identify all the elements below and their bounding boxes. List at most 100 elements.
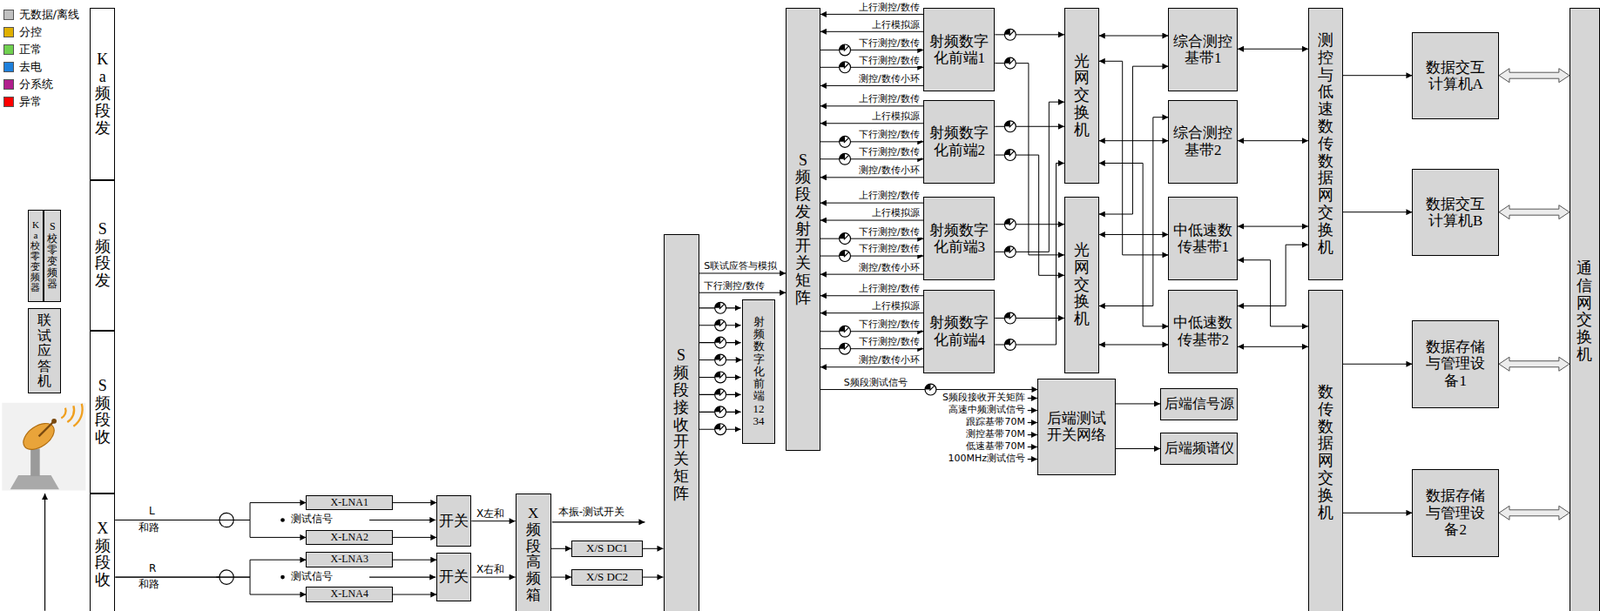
vertical-box: 射频数字化前端1234 [742,299,777,444]
antenna-illustration [1,403,86,492]
connector [820,202,924,204]
edge-label: 测控/数传小环 [857,74,921,86]
signal-label: 测控基带70M [965,429,1027,441]
connector [471,520,515,522]
vertical-box: S频段接收开关矩阵 [663,234,700,611]
connector [820,295,924,297]
connector [1115,403,1162,405]
connector [1099,117,1169,307]
edge-label: 上行模拟源 [870,20,921,32]
connector [392,594,437,596]
decoration [1027,422,1038,424]
decoration [216,519,220,578]
edge-label: 下行测控/数传 [857,129,921,142]
vertical-box: 通信网交换机 [1569,7,1600,611]
legend: 无数据/离线分控正常去电分系统异常 [3,6,80,111]
connector [1343,513,1413,514]
decoration [1027,459,1038,460]
decoration [715,302,727,314]
legend-swatch [3,44,14,55]
connector [1343,74,1413,76]
signal-label: 低速基带70M [965,441,1027,453]
node-text: S频段收 [94,378,111,447]
connector [820,274,924,276]
node-text: X-LNA3 [330,553,369,567]
connector [551,577,572,579]
node-text: 射频数字化前端1 [928,33,990,68]
decoration [839,153,851,165]
decoration [715,424,727,436]
legend-text: 去电 [19,59,42,75]
connector [1237,244,1309,306]
signal-label: 跟踪基带70M [965,417,1027,429]
connector [820,13,924,15]
decoration [839,135,851,148]
signal-label: L [148,506,156,519]
node-text: 中低速数传基带1 [1172,222,1234,257]
node-text: X频段收 [94,520,111,590]
edge-label: 下行测控/数传 [857,337,921,349]
decoration [1027,446,1038,448]
connector [1099,234,1169,236]
decoration [839,343,851,355]
connector [994,162,1065,345]
connector [820,176,924,178]
edge-label: 测控/数传小环 [857,165,921,177]
legend-text: 分控 [19,24,42,41]
connector [642,577,663,579]
decoration [1004,312,1016,325]
double-arrow [1498,205,1570,220]
node-text: 开关 [438,513,469,531]
node-text: 测控与低速数传数据网交换机 [1317,32,1334,257]
connector [820,49,924,51]
decoration [30,448,41,477]
vertical-box: S频段发射开关矩阵 [785,7,821,451]
connector [820,256,924,257]
edge-label: 上行模拟源 [870,301,921,313]
node-text: S频段接收开关矩阵 [673,347,689,503]
process-box: 后端信号源 [1160,388,1238,420]
node-text: 数据存储与管理设备2 [1424,487,1486,540]
edge-label: 下行测控/数传 [857,243,921,256]
double-arrow [1498,506,1570,520]
edge-label: 下行测控/数传 [857,55,921,68]
edge-label: X右和 [475,564,506,577]
connector [1237,140,1309,142]
edge-label: 测控/数传小环 [857,355,921,367]
decoration [715,371,727,384]
decoration [715,406,727,419]
process-box: 数据交互计算机B [1411,168,1499,257]
connector [114,503,306,521]
connector [699,272,787,274]
legend-text: 无数据/离线 [19,6,80,23]
decoration [715,337,727,349]
decoration [1004,339,1016,352]
edge-label: 上行测控/数传 [857,2,921,14]
connector [114,519,306,538]
node-text: 数传数据网交换机 [1317,384,1334,522]
connector [1099,344,1169,345]
lo-test-wire [552,521,646,523]
legend-swatch [3,27,14,38]
decoration [1027,410,1038,412]
decoration [1027,434,1038,436]
legend-row: 分系统 [3,75,80,94]
node-text: 数据交互计算机B [1424,195,1486,230]
edge-label: 上行模拟源 [870,111,921,123]
connector [820,312,924,314]
edge-label: 下行测控/数传 [857,147,921,159]
vertical-box: 光网交换机 [1064,7,1100,184]
process-box: 射频数字化前端2 [923,100,995,184]
decoration [67,405,75,423]
process-box: 开关 [436,495,472,547]
connector [392,560,437,561]
process-box: 数据存储与管理设备2 [1411,469,1499,558]
node-text: 射频数字化前端4 [928,314,990,349]
vertical-box: S校零变频器 [43,209,61,302]
process-box: X/S DC1 [571,540,643,558]
node-text: 光网交换机 [1073,53,1090,140]
process-box: 后端频谱仪 [1160,432,1238,466]
node-text: X-LNA4 [330,588,369,601]
edge-label: 下行测控/数传 [857,227,921,239]
